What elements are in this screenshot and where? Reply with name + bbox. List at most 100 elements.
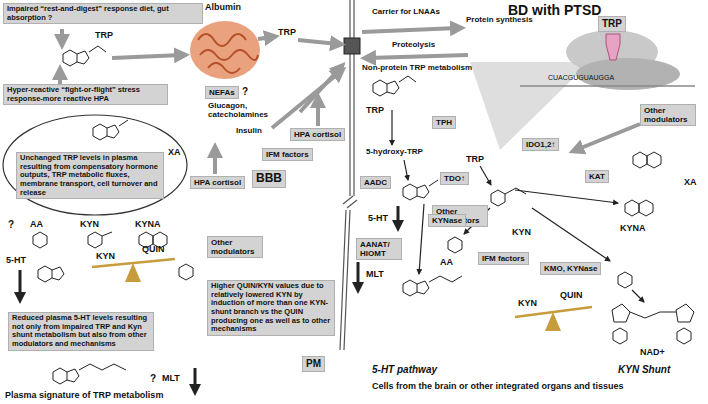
drawing-stroke xyxy=(404,160,408,180)
grey-box: Other modulators xyxy=(207,236,263,258)
drawing-stroke xyxy=(633,152,647,168)
drawing-stroke xyxy=(606,34,620,60)
text-label: Insulin xyxy=(236,127,262,136)
text-label: CUACGUGUAUGGA xyxy=(548,74,614,82)
drawing-stroke xyxy=(520,85,695,87)
grey-box: TDO↑ xyxy=(440,172,469,185)
grey-box: AANAT/ HIOMT xyxy=(356,238,402,260)
text-label: KYNA xyxy=(135,220,161,230)
box-text: AANAT/ HIOMT xyxy=(360,240,398,258)
grey-box: IDO1,2↑ xyxy=(522,138,559,151)
box-text: Hyper-reactive “fight-or-flight” stress … xyxy=(7,86,164,103)
box-text: HPA cortisol xyxy=(194,178,241,187)
grey-box: Impaired “rest-and-digest” response diet… xyxy=(3,3,203,24)
drawing-stroke xyxy=(112,55,182,58)
grey-box: KMO, KYNase xyxy=(540,262,601,275)
drawing-stroke xyxy=(677,328,691,344)
drawing-stroke xyxy=(88,232,102,248)
grey-box: Reduced plasma 5-HT levels resulting not… xyxy=(8,312,154,351)
drawing-stroke xyxy=(58,72,62,84)
box-text: IDO1,2↑ xyxy=(526,140,555,149)
drawing-stroke xyxy=(639,200,653,216)
drawing-stroke xyxy=(125,263,141,282)
text-label: Glucagon, catecholamines xyxy=(208,102,293,120)
drawing-stroke xyxy=(20,206,398,390)
drawing-stroke xyxy=(373,80,399,96)
box-text: AADC xyxy=(364,178,387,187)
text-label: Carrier for LNAAs xyxy=(372,8,440,17)
text-label: TRP xyxy=(466,155,484,165)
box-text: KMO, KYNase xyxy=(544,264,597,273)
drawing-stroke xyxy=(33,232,47,248)
drawing-stroke xyxy=(403,184,429,200)
grey-box: KAT xyxy=(585,170,609,183)
text-label: MLT xyxy=(162,374,180,384)
grey-box: KYNase xyxy=(428,214,466,227)
text-label: Protein synthesis xyxy=(466,16,533,25)
grey-box: Other modulators xyxy=(640,104,696,126)
text-label: 5-HT xyxy=(368,214,388,224)
grey-box: IFM factors xyxy=(478,252,529,265)
text-label: Non-protein TRP metabolism xyxy=(362,64,472,73)
grey-box: TRP xyxy=(598,16,626,32)
text-label: ? xyxy=(150,373,156,384)
text-label: Cells from the brain or other integrated… xyxy=(372,382,702,392)
drawing-stroke xyxy=(625,200,639,216)
drawing-stroke xyxy=(344,38,360,54)
drawing-stroke xyxy=(3,115,187,215)
text-label: 5-HT xyxy=(6,256,26,266)
drawing-stroke xyxy=(676,304,694,322)
text-label: Albumin xyxy=(205,3,241,13)
text-label: Proteolysis xyxy=(392,41,435,50)
drawing-stroke xyxy=(298,40,338,44)
drawing-stroke xyxy=(399,76,416,82)
drawing-stroke xyxy=(347,200,357,208)
drawing-stroke xyxy=(392,110,644,302)
drawing-stroke xyxy=(198,34,258,73)
box-text: Impaired “rest-and-digest” response diet… xyxy=(7,5,199,22)
text-label: 5-hydroxy-TRP xyxy=(366,148,423,157)
text-label: AA xyxy=(30,220,43,230)
drawing-stroke xyxy=(515,190,618,203)
box-text: Higher QUIN/KYN values due to relatively… xyxy=(211,282,331,334)
box-text: KAT xyxy=(589,172,605,181)
drawing-stroke xyxy=(357,262,360,288)
drawing-stroke xyxy=(272,72,340,128)
drawing-stroke xyxy=(179,264,193,280)
text-label: QUIN xyxy=(142,245,165,255)
grey-box: BBB xyxy=(252,170,286,188)
text-label: TRP xyxy=(278,28,296,38)
drawing-stroke xyxy=(102,232,112,236)
box-text: TDO↑ xyxy=(444,174,465,183)
grey-box: HPA cortisol xyxy=(290,128,345,141)
drawing-stroke xyxy=(343,196,353,204)
box-text: Unchanged TRP levels in plasma resulting… xyxy=(20,154,160,197)
box-text: PM xyxy=(306,358,321,370)
drawing-stroke xyxy=(391,110,392,145)
drawing-stroke xyxy=(545,312,561,331)
box-text: TRP xyxy=(602,18,622,30)
drawing-stroke xyxy=(429,276,462,282)
text-label: KYN xyxy=(518,299,537,309)
drawing-stroke xyxy=(316,100,320,126)
grey-box: AADC xyxy=(360,176,391,189)
drawing-stroke xyxy=(38,266,64,282)
text-label: ? xyxy=(242,86,248,97)
drawing-stroke xyxy=(258,37,272,39)
drawing-stroke xyxy=(576,124,640,150)
text-label: NAD+ xyxy=(640,348,665,358)
drawing-stroke xyxy=(613,328,627,344)
box-text: Reduced plasma 5-HT levels resulting not… xyxy=(12,314,150,349)
grey-box: IFM factors xyxy=(262,148,313,161)
text-label: MLT xyxy=(366,270,384,280)
drawing-stroke xyxy=(403,280,429,296)
grey-box: Hyper-reactive “fight-or-flight” stress … xyxy=(3,84,168,105)
box-text: IFM factors xyxy=(266,150,309,159)
box-text: KYNase xyxy=(432,216,462,225)
drawing-stroke xyxy=(93,124,119,140)
drawing-stroke xyxy=(491,190,505,206)
drawing-stroke xyxy=(429,180,438,186)
drawing-stroke xyxy=(19,270,22,298)
drawing-stroke xyxy=(63,50,89,66)
